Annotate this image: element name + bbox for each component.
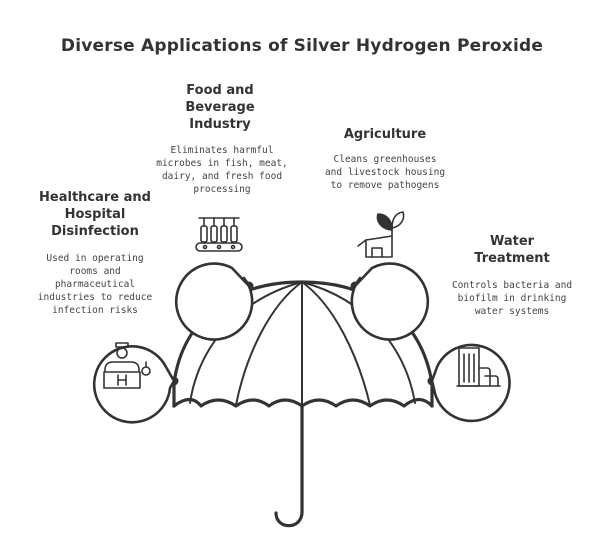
agriculture-description-line: Cleans greenhouses (333, 154, 437, 165)
food-heading-line: Industry (189, 117, 251, 132)
bottling-line-icon (195, 217, 243, 252)
water-plant-icon (456, 347, 501, 387)
healthcare-description-line: rooms and (69, 266, 121, 277)
water-heading: Water Treatment (442, 233, 582, 267)
agriculture-heading: Agriculture (310, 126, 460, 143)
agriculture-description: Cleans greenhouses and livestock housing… (305, 153, 465, 192)
agriculture-bubble (350, 262, 430, 341)
healthcare-description-line: industries to reduce (37, 292, 153, 303)
agriculture-description-line: to remove pathogens (330, 180, 440, 191)
healthcare-heading-line: Hospital (64, 207, 126, 222)
water-description-line: Controls bacteria and (451, 280, 573, 291)
doctor-icon (103, 342, 151, 389)
healthcare-heading-line: Healthcare and (39, 190, 151, 205)
agriculture-heading-line: Agriculture (343, 127, 427, 142)
water-heading-line: Treatment (474, 251, 550, 266)
food-description-line: Eliminates harmful (170, 145, 274, 156)
water-bubble (430, 343, 511, 423)
greenhouse-plant-icon (357, 211, 405, 258)
healthcare-description: Used in operating rooms and pharmaceutic… (20, 252, 170, 317)
food-description: Eliminates harmful microbes in fish, mea… (148, 144, 296, 196)
food-heading-line: Food and (186, 83, 254, 98)
food-description-line: microbes in fish, meat, (156, 158, 288, 169)
water-description-line: water systems (474, 306, 550, 317)
healthcare-heading: Healthcare and Hospital Disinfection (25, 189, 165, 240)
food-description-line: processing (193, 184, 251, 195)
water-description-line: biofilm in drinking (457, 293, 567, 304)
healthcare-heading-line: Disinfection (51, 224, 139, 239)
food-description-line: dairy, and fresh food (161, 171, 283, 182)
food-bubble (174, 262, 254, 341)
healthcare-description-line: pharmaceutical (54, 279, 136, 290)
healthcare-description-line: Used in operating (46, 253, 144, 264)
agriculture-description-line: and livestock housing (324, 167, 446, 178)
umbrella-handle (274, 404, 304, 528)
food-heading: Food and Beverage Industry (150, 82, 290, 133)
page-title: Diverse Applications of Silver Hydrogen … (60, 36, 544, 56)
food-heading-line: Beverage (185, 100, 255, 115)
water-heading-line: Water (489, 234, 535, 249)
water-description: Controls bacteria and biofilm in drinkin… (432, 279, 592, 318)
healthcare-description-line: infection risks (52, 305, 138, 316)
